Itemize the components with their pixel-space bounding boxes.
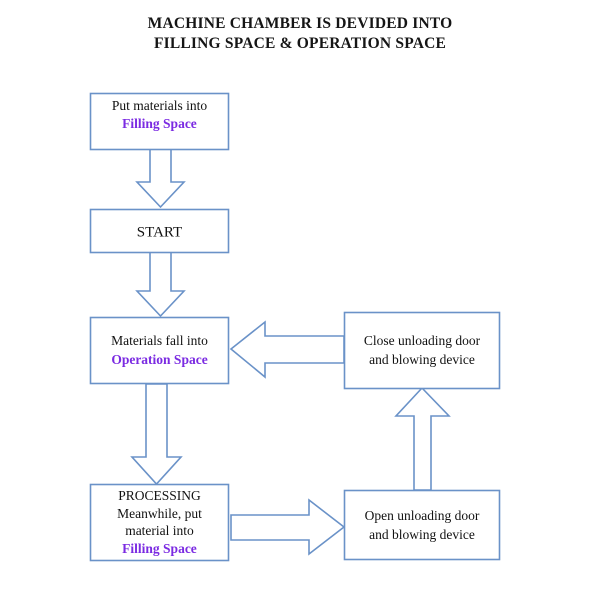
node-processing-box[interactable] xyxy=(89,483,230,562)
arrow-processing-to-open-unloading xyxy=(230,498,346,556)
arrow-put-materials-to-start xyxy=(135,148,186,209)
node-processing[interactable]: PROCESSING Meanwhile, put material into … xyxy=(89,483,230,562)
node-close-unloading-box[interactable] xyxy=(343,311,501,390)
node-start-box[interactable] xyxy=(89,208,230,254)
arrow-open-unloading-to-close-unloading xyxy=(394,386,451,491)
page-title: MACHINE CHAMBER IS DEVIDED INTO FILLING … xyxy=(0,14,600,54)
node-processing-line-4: Filling Space xyxy=(122,541,197,556)
node-start-label: START xyxy=(137,225,182,241)
node-close-unloading-line-1: Close unloading door xyxy=(364,333,481,348)
node-close-unloading[interactable]: Close unloading door and blowing device xyxy=(343,311,501,390)
node-processing-line-3: material into xyxy=(125,523,194,538)
node-materials-fall[interactable]: Materials fall into Operation Space xyxy=(89,316,230,385)
arrow-start-to-materials xyxy=(135,251,186,318)
node-materials-fall-line-1: Materials fall into xyxy=(111,333,208,348)
node-open-unloading[interactable]: Open unloading door and blowing device xyxy=(343,489,501,561)
page-title-line-2: FILLING SPACE & OPERATION SPACE xyxy=(153,35,447,52)
node-open-unloading-box[interactable] xyxy=(343,489,501,561)
node-put-materials[interactable]: Put materials into Filling Space xyxy=(89,92,230,151)
node-close-unloading-line-2: and blowing device xyxy=(369,352,475,367)
page-title-line-1: MACHINE CHAMBER IS DEVIDED INTO xyxy=(147,15,453,32)
node-start[interactable]: START xyxy=(89,208,230,254)
node-processing-line-2: Meanwhile, put xyxy=(117,506,202,521)
arrow-close-unloading-to-materials xyxy=(229,320,345,379)
node-open-unloading-line-1: Open unloading door xyxy=(365,508,480,523)
node-put-materials-line-2: Filling Space xyxy=(122,116,197,131)
node-materials-fall-line-2: Operation Space xyxy=(111,352,207,367)
node-put-materials-line-1: Put materials into xyxy=(112,98,207,113)
node-processing-line-1: PROCESSING xyxy=(118,488,201,503)
node-put-materials-box[interactable] xyxy=(89,92,230,151)
node-materials-fall-box[interactable] xyxy=(89,316,230,385)
node-open-unloading-line-2: and blowing device xyxy=(369,527,475,542)
arrow-materials-to-processing xyxy=(130,383,183,486)
